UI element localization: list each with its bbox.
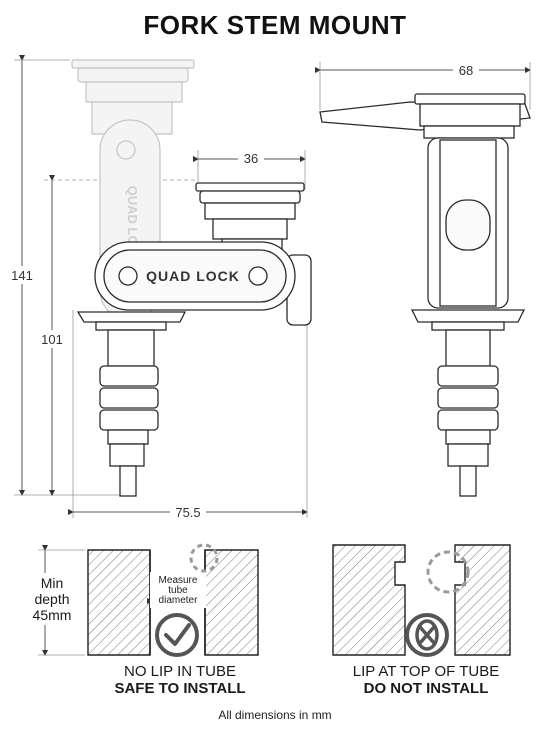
dimension-68: 68 <box>315 61 531 110</box>
unsafe-caption-line1: LIP AT TOP OF TUBE <box>352 663 500 680</box>
x-icon <box>405 613 449 657</box>
safe-caption-line1: NO LIP IN TUBE <box>124 663 236 680</box>
page-title: FORK STEM MOUNT <box>143 10 407 40</box>
dim-68-label: 68 <box>459 63 473 78</box>
dimension-75-5: 75.5 <box>68 310 308 521</box>
tube-diagram-safe: Measure tube diameter <box>24 543 259 657</box>
unsafe-caption-line2: DO NOT INSTALL <box>363 680 489 697</box>
checkmark-icon <box>155 613 199 657</box>
dim-36-label: 36 <box>244 151 258 166</box>
safe-caption-line2: SAFE TO INSTALL <box>114 680 246 697</box>
measure-label-2: tube <box>168 585 188 596</box>
mount-side-view: QUAD LOCK <box>76 182 312 497</box>
dim-101-label: 101 <box>41 332 63 347</box>
dimension-101: 101 <box>40 175 195 496</box>
dimension-141: 141 <box>10 55 120 496</box>
tube-diagram-unsafe <box>332 544 511 657</box>
dim-75-5-label: 75.5 <box>175 505 200 520</box>
footer-note: All dimensions in mm <box>218 708 332 722</box>
brand-text: QUAD LOCK <box>146 268 240 284</box>
mount-front-view <box>319 93 531 497</box>
dimension-36: 36 <box>193 150 306 190</box>
measure-label-3: diameter <box>159 595 199 606</box>
min-depth-label: Min depth 45mm <box>32 575 72 623</box>
measure-label-1: Measure <box>159 575 198 586</box>
dim-141-label: 141 <box>11 268 33 283</box>
